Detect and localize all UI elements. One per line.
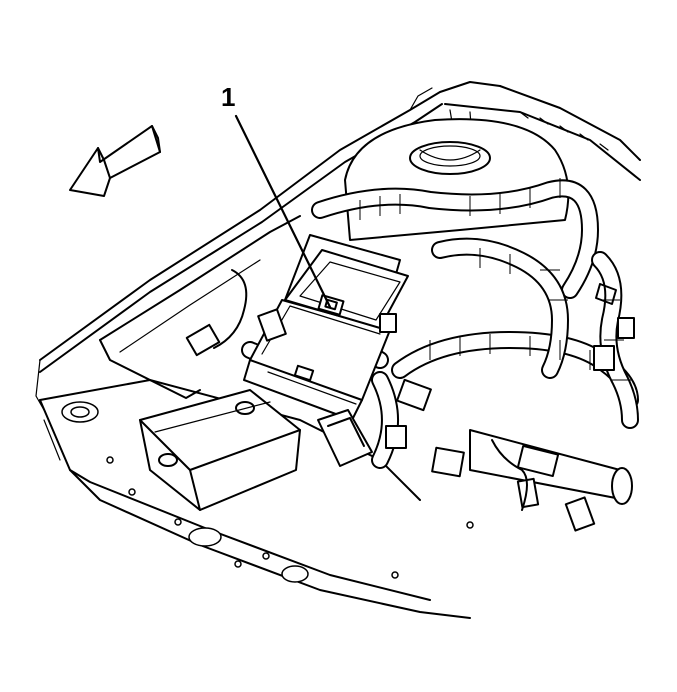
crossmember-tube [469, 429, 633, 532]
air-cleaner-housing [344, 118, 570, 241]
harness-connectors [385, 283, 635, 478]
fender-outline [35, 81, 641, 411]
callout-leader-line [234, 114, 332, 309]
inner-fender-wall [99, 215, 301, 399]
callout-label-1: 1 [221, 82, 236, 112]
frame-rail [39, 379, 474, 619]
module-assembly [243, 234, 409, 467]
forward-arrow-icon [69, 125, 161, 197]
battery-tray [139, 389, 301, 511]
